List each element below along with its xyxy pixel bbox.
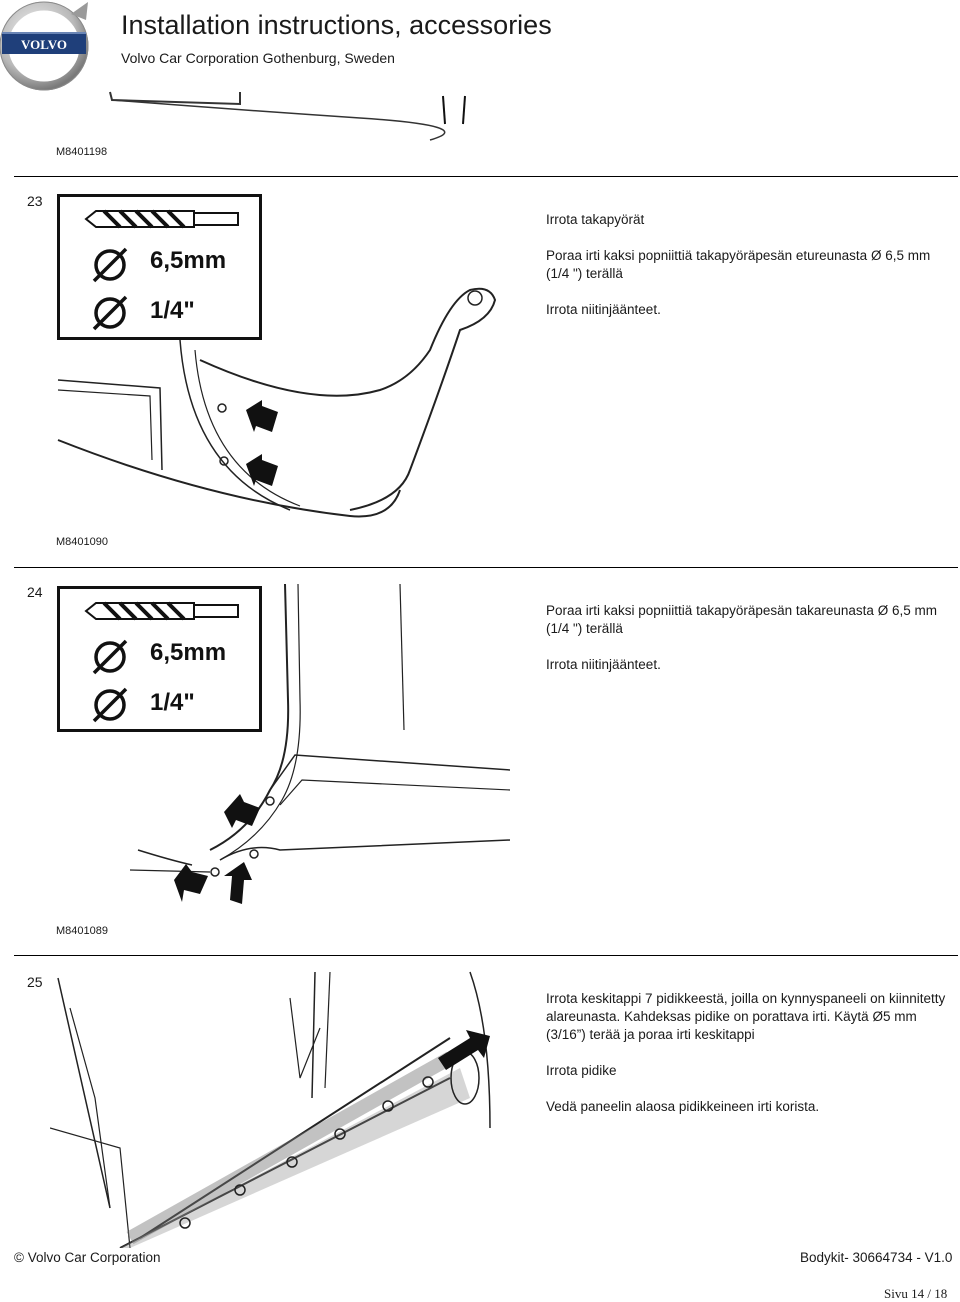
step-number: 24	[27, 584, 43, 600]
footer-document-id: Bodykit- 30664734 - V1.0	[800, 1250, 953, 1265]
logo-text: VOLVO	[21, 37, 67, 52]
instruction-text: Irrota niitinjäänteet.	[546, 302, 661, 317]
instruction-text: Poraa irti kaksi popniittiä takapyöräpes…	[546, 248, 931, 281]
footer-copyright: © Volvo Car Corporation	[14, 1250, 161, 1265]
instruction-text: Irrota keskitappi 7 pidikkeestä, joilla …	[546, 991, 946, 1042]
illustration-wheel-arch-rear	[129, 583, 510, 904]
drill-spec-box: 6,5mm 1/4"	[57, 194, 262, 340]
instruction-text: Irrota niitinjäänteet.	[546, 657, 661, 672]
instruction-text: Vedä paneelin alaosa pidikkeineen irti k…	[546, 1099, 820, 1114]
divider	[14, 955, 958, 956]
arrow-icon	[246, 400, 278, 432]
page-title: Installation instructions, accessories	[121, 10, 552, 40]
figure-code: M8401090	[56, 536, 108, 548]
instruction-text: Poraa irti kaksi popniittiä takapyöräpes…	[546, 603, 937, 636]
drill-size-inch: 1/4"	[150, 689, 195, 716]
instruction-text: Irrota takapyörät	[546, 212, 645, 227]
step-instructions: Irrota takapyörät Poraa irti kaksi popni…	[546, 211, 951, 319]
divider	[14, 176, 958, 177]
illustration-top	[109, 91, 466, 141]
illustration-sill-panel	[50, 971, 491, 1248]
arrow-icon	[224, 862, 252, 904]
illustration-wheel-arch-front	[57, 287, 497, 518]
diameter-icon	[92, 247, 128, 283]
clip-markers	[179, 1076, 434, 1229]
divider	[14, 567, 958, 568]
drill-size-inch: 1/4"	[150, 297, 195, 324]
page-subtitle: Volvo Car Corporation Gothenburg, Sweden	[121, 50, 395, 66]
arrow-icon	[174, 864, 208, 902]
page-number: Sivu 14 / 18	[884, 1286, 948, 1301]
drill-size-mm: 6,5mm	[150, 247, 227, 274]
figure-code: M8401198	[56, 146, 108, 158]
step-instructions: Poraa irti kaksi popniittiä takapyöräpes…	[546, 602, 951, 674]
arrow-icon	[246, 454, 278, 486]
drill-spec-box: 6,5mm 1/4"	[57, 586, 262, 732]
drill-bit-icon	[84, 601, 239, 621]
arrow-icon	[438, 1030, 490, 1070]
step-number: 25	[27, 974, 43, 990]
arrow-icon	[224, 794, 260, 828]
diameter-icon	[92, 295, 128, 331]
volvo-logo: VOLVO	[0, 1, 89, 91]
step-number: 23	[27, 193, 43, 209]
figure-code: M8401089	[56, 925, 108, 937]
instruction-text: Irrota pidike	[546, 1063, 617, 1078]
diameter-icon	[92, 687, 128, 723]
step-instructions: Irrota keskitappi 7 pidikkeestä, joilla …	[546, 990, 951, 1116]
drill-size-mm: 6,5mm	[150, 639, 227, 666]
drill-bit-icon	[84, 209, 239, 229]
diameter-icon	[92, 639, 128, 675]
